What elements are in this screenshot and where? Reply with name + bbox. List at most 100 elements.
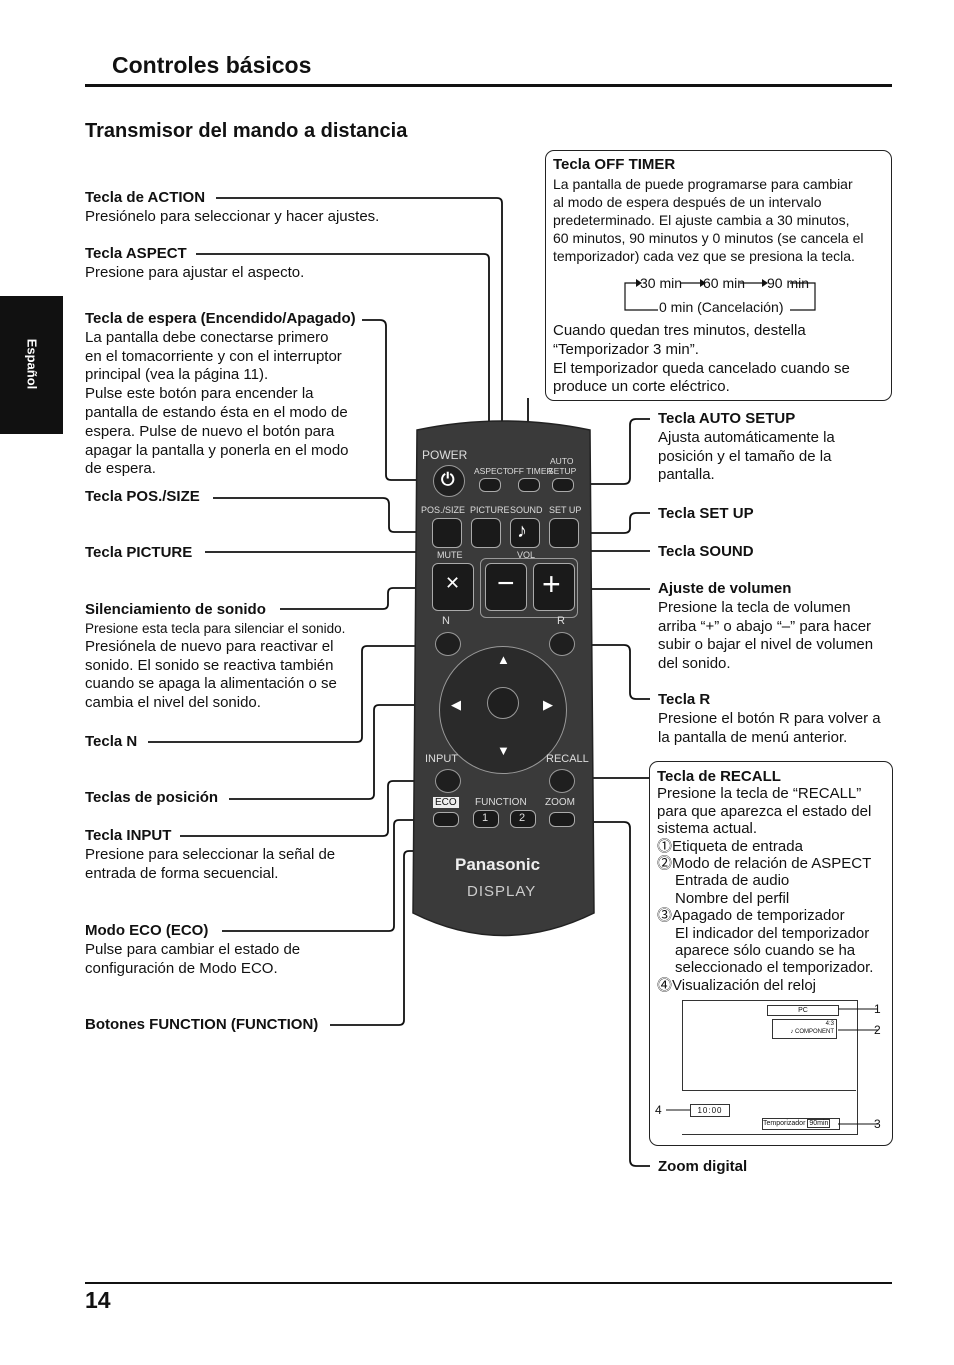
arrow-left-icon: ◀ [451,697,461,712]
recall-callout: Tecla de RECALL Presione la tecla de “RE… [657,768,873,994]
remote-picture-label: PICTURE [470,505,510,515]
position-title: Teclas de posición [85,789,219,806]
mute-icon: ✕ [445,573,461,593]
screen-timer-label: Temporizador [763,1120,806,1127]
function-1-button[interactable] [473,810,499,828]
eco-button[interactable] [433,812,459,827]
power-button[interactable] [433,465,465,497]
offtimer-line: predeterminado. El ajuste cambia a 30 mi… [553,211,850,228]
sound-button[interactable] [510,518,540,548]
mute-title: Silenciamiento de sonido [85,601,266,618]
standby-line: de espera. [85,460,156,478]
zoom-callout: Zoom digital [658,1158,747,1177]
zoom-title: Zoom digital [658,1158,748,1175]
arrow-down-icon: ▼ [497,743,510,758]
input-button[interactable] [435,769,461,793]
screen-bottom-band [682,1090,856,1134]
r-callout: Tecla R Presione el botón R para volver … [658,691,881,747]
standby-callout: Tecla de espera (Encendido/Apagado) La p… [85,310,356,479]
aspect-button[interactable] [479,478,501,492]
volume-up-button[interactable] [533,563,575,611]
recall-item-2: ⓶Modo de relación de ASPECT [657,855,872,873]
aspect-title: Tecla ASPECT [85,245,187,262]
cycle-90: 90 min [767,275,810,291]
r-title: Tecla R [658,691,711,708]
action-callout: Tecla de ACTION Presiónelo para seleccio… [85,189,379,227]
function-2-label: 2 [519,812,526,824]
volume-line: del sonido. [658,655,731,673]
arrow-up-icon: ▲ [497,652,510,667]
offtimer-note-line: produce un corte eléctrico. [553,378,730,396]
picture-button[interactable] [471,518,501,548]
screen-aspect: 4:3 [825,1021,834,1027]
standby-line: en el tomacorriente y con el interruptor [85,347,342,365]
possize-button[interactable] [432,518,462,548]
autosetup-button[interactable] [552,478,574,492]
r-button[interactable] [549,632,575,656]
standby-line: La pantalla debe conectarse primero [85,328,329,346]
screen-audio: ♪ COMPONENT [790,1029,834,1035]
eco-title: Modo ECO (ECO) [85,922,209,939]
recall-item-text: Nombre del perfil [675,889,790,907]
display-logo: DISPLAY [467,883,537,900]
function-1-label: 1 [482,812,489,824]
remote-mute-label: MUTE [437,550,463,560]
remote-setup-key-label: SET UP [549,505,582,515]
function-2-button[interactable] [510,810,536,828]
position-callout: Teclas de posición [85,789,218,808]
function-callout: Botones FUNCTION (FUNCTION) [85,1016,318,1035]
sound-icon: ♪ [517,520,527,542]
volume-line: Presione la tecla de volumen [658,598,851,616]
screen-audio-label: COMPONENT [795,1029,834,1035]
n-button[interactable] [435,632,461,656]
screen-callout-3: 3 [874,1117,881,1131]
remote-offtimer-label: OFF TIMER [507,466,553,476]
remote-n-label: N [442,615,450,627]
possize-title: Tecla POS./SIZE [85,488,200,505]
screen-callout-4: 4 [655,1103,662,1117]
recall-item-text: Apagado de temporizador [672,907,845,925]
page-subtitle: Transmisor del mando a distancia [85,120,408,142]
screen-callout-2: 2 [874,1023,881,1037]
zoom-button[interactable] [549,812,575,827]
volume-line: arriba “+” o abajo “–” para hacer [658,617,872,635]
page-number: 14 [85,1287,111,1313]
mute-line: cuando se apaga la alimentación o se [85,675,337,693]
section-title: Controles básicos [112,52,312,78]
cycle-60: 60 min [703,275,746,291]
volume-frame [480,558,578,618]
screen-status-box: 4:3 ♪ COMPONENT [772,1019,837,1039]
brand-logo: Panasonic [455,855,541,874]
offtimer-title: Tecla OFF TIMER [553,156,676,173]
action-button[interactable] [487,687,519,719]
standby-line: apagar la pantalla y ponerla en el modo [85,441,349,459]
volume-title: Ajuste de volumen [658,580,792,597]
setup-button[interactable] [549,518,579,548]
screen-callout-1: 1 [874,1002,881,1016]
offtimer-note-line: Cuando quedan tres minutos, destella [553,322,806,339]
bottom-rule [85,1282,892,1284]
input-line: entrada de forma secuencial. [85,864,279,882]
function-title: Botones FUNCTION (FUNCTION) [85,1016,319,1033]
top-rule [85,84,892,87]
mute-button[interactable] [432,563,474,611]
offtimer-button[interactable] [518,478,540,492]
recall-item-text: El indicador del temporizador [675,924,870,942]
remote-recall-label: RECALL [546,753,589,765]
eco-line: Pulse para cambiar el estado de [85,940,301,958]
recall-item-4: ⓸Visualización del reloj [657,976,816,994]
input-line: Presione para seleccionar la señal de [85,845,336,863]
setup-title: Tecla SET UP [658,505,754,522]
plus-icon: + [542,566,561,602]
recall-line: Presione la tecla de “RECALL” [657,785,862,803]
volume-down-button[interactable] [485,563,527,611]
offtimer-line: 60 minutos, 90 minutos y 0 minutos (se c… [553,229,864,246]
remote-zoom-label: ZOOM [545,797,575,808]
recall-item-text: Modo de relación de ASPECT [672,855,872,873]
recall-item-3: ⓷Apagado de temporizador [657,907,845,925]
remote-input-label: INPUT [425,753,458,765]
recall-button[interactable] [549,769,575,793]
standby-title: Tecla de espera (Encendido/Apagado) [85,310,356,327]
setup-callout: Tecla SET UP [658,505,754,524]
possize-callout: Tecla POS./SIZE [85,488,200,507]
